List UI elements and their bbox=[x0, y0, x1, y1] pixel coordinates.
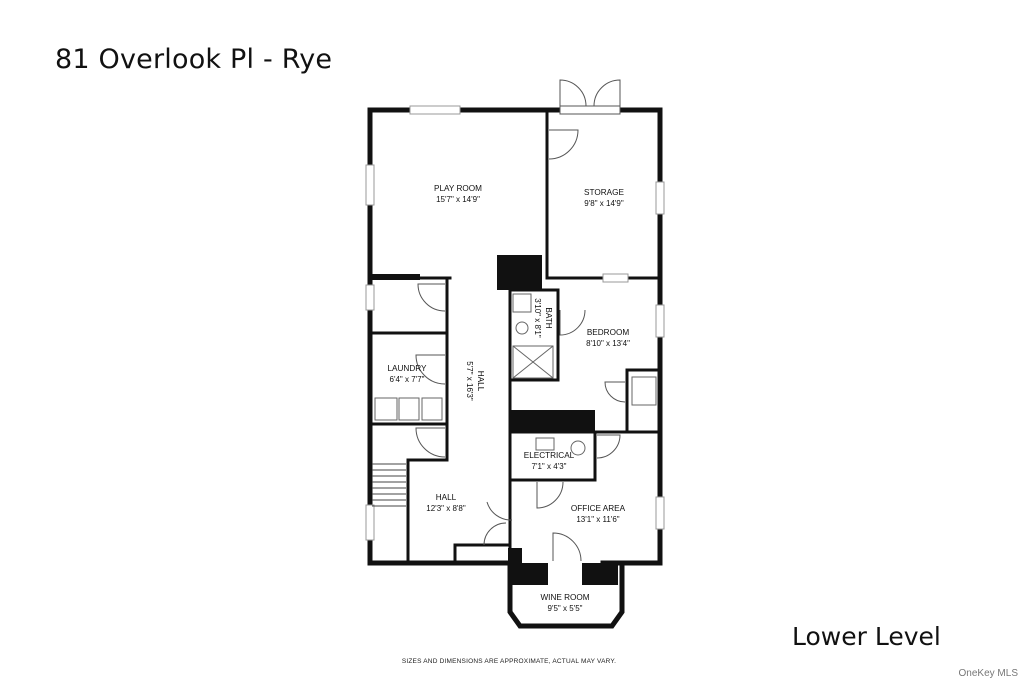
electrical-panel bbox=[535, 437, 555, 451]
room-dims-electrical: 7'1" x 4'3" bbox=[532, 462, 567, 471]
bath-sink bbox=[515, 321, 529, 335]
door-swings bbox=[415, 129, 626, 562]
room-name-electrical: ELECTRICAL bbox=[524, 451, 575, 460]
floor-level-label: Lower Level bbox=[792, 622, 941, 651]
room-dims-laundry: 6'4" x 7'7" bbox=[390, 375, 425, 384]
room-name-laundry: LAUNDRY bbox=[388, 364, 428, 373]
room-dims-office-area: 13'1" x 11'6" bbox=[576, 515, 619, 524]
room-dims-bedroom: 8'10" x 13'4" bbox=[586, 339, 630, 348]
laundry-sink bbox=[421, 397, 443, 421]
toilet bbox=[512, 293, 532, 313]
mls-watermark: OneKey MLS bbox=[958, 668, 1018, 679]
room-dims-hall-lower: 12'3" x 8'8" bbox=[426, 504, 466, 513]
washer bbox=[374, 397, 398, 421]
room-dims-wine-room: 9'5" x 5'5" bbox=[548, 604, 583, 613]
room-name-bedroom: BEDROOM bbox=[587, 328, 629, 337]
room-dims-bath: 3'10" x 8'1" bbox=[533, 298, 542, 338]
room-name-bath: BATH bbox=[544, 307, 553, 328]
disclaimer-wrap: SIZES AND DIMENSIONS ARE APPROXIMATE, AC… bbox=[0, 658, 1024, 665]
room-name-play-room: PLAY ROOM bbox=[434, 184, 482, 193]
listing-title: 81 Overlook Pl - Rye bbox=[55, 44, 333, 75]
room-name-storage: STORAGE bbox=[584, 188, 624, 197]
windows bbox=[365, 105, 665, 541]
french-doors bbox=[559, 79, 621, 115]
stairs bbox=[372, 463, 406, 507]
structural-columns bbox=[372, 255, 618, 585]
water-heater bbox=[570, 440, 586, 456]
room-dims-hall-center: 5'7" x 16'3" bbox=[465, 361, 474, 401]
room-name-office-area: OFFICE AREA bbox=[571, 504, 626, 513]
fixtures bbox=[374, 293, 657, 456]
room-dims-storage: 9'8" x 14'9" bbox=[584, 199, 624, 208]
room-name-wine-room: WINE ROOM bbox=[540, 593, 589, 602]
disclaimer-text: SIZES AND DIMENSIONS ARE APPROXIMATE, AC… bbox=[401, 658, 617, 665]
room-dims-play-room: 15'7" x 14'9" bbox=[436, 195, 480, 204]
wine-room-walls bbox=[507, 560, 625, 629]
room-name-hall-lower: HALL bbox=[436, 493, 457, 502]
room-name-hall-center: HALL bbox=[476, 371, 485, 392]
dryer bbox=[398, 397, 420, 421]
closet-unit bbox=[631, 376, 657, 406]
